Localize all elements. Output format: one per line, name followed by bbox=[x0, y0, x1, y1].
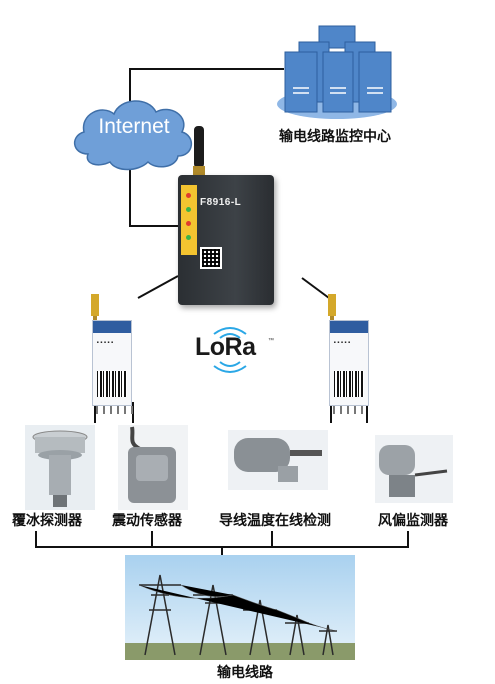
lora-logo-label: LoRa bbox=[195, 333, 256, 361]
conductor-temperature-sensor-icon bbox=[228, 430, 328, 490]
sensor-label-vibration: 震动传感器 bbox=[112, 513, 182, 529]
link-cloud-to-router bbox=[129, 170, 183, 227]
transmission-line-label: 输电线路 bbox=[217, 665, 273, 681]
left-module-text-icon: ▪▪▪▪▪ bbox=[96, 339, 115, 346]
link-cloud-to-center bbox=[129, 68, 284, 101]
right-module-barcode-icon bbox=[334, 371, 364, 397]
internet-cloud-icon bbox=[74, 100, 192, 171]
ice-coating-detector-icon bbox=[25, 425, 95, 510]
lora-module-right: ▪▪▪▪▪ bbox=[329, 320, 369, 406]
lora-wave-icon bbox=[213, 327, 247, 373]
server-cluster-icon bbox=[277, 25, 397, 119]
lora-module-left: ▪▪▪▪▪ bbox=[92, 320, 132, 406]
wind-deviation-monitor-icon bbox=[375, 435, 453, 503]
lora-led-icon bbox=[186, 235, 191, 240]
internet-label: Internet bbox=[98, 115, 170, 138]
lora-gateway-router: F8916-L bbox=[178, 175, 274, 305]
vibration-sensor-icon bbox=[118, 425, 188, 510]
qr-code-icon bbox=[200, 247, 222, 269]
monitoring-center-label: 输电线路监控中心 bbox=[279, 129, 391, 145]
transmission-tower-photo-icon bbox=[125, 555, 355, 660]
left-module-pins bbox=[96, 406, 133, 414]
right-module-text-icon: ▪▪▪▪▪ bbox=[333, 339, 352, 346]
link-router-to-right-module bbox=[301, 277, 330, 299]
lora-trademark: ™ bbox=[268, 338, 274, 344]
power-led-icon bbox=[186, 193, 191, 198]
signal-led-icon bbox=[186, 221, 191, 226]
sensor-label-wind-deviation: 风偏监测器 bbox=[378, 513, 448, 529]
right-module-pins bbox=[333, 406, 363, 414]
link-router-to-left-module bbox=[137, 275, 179, 299]
left-module-barcode-icon bbox=[97, 371, 127, 397]
status-led-panel bbox=[181, 185, 197, 255]
sensor-label-ice-coating: 覆冰探测器 bbox=[12, 513, 82, 529]
online-led-icon bbox=[186, 207, 191, 212]
sensor-label-conductor-temperature: 导线温度在线检测 bbox=[219, 513, 331, 529]
router-model-label: F8916-L bbox=[200, 197, 242, 208]
antenna-icon bbox=[193, 126, 205, 178]
bus-line bbox=[35, 531, 409, 548]
